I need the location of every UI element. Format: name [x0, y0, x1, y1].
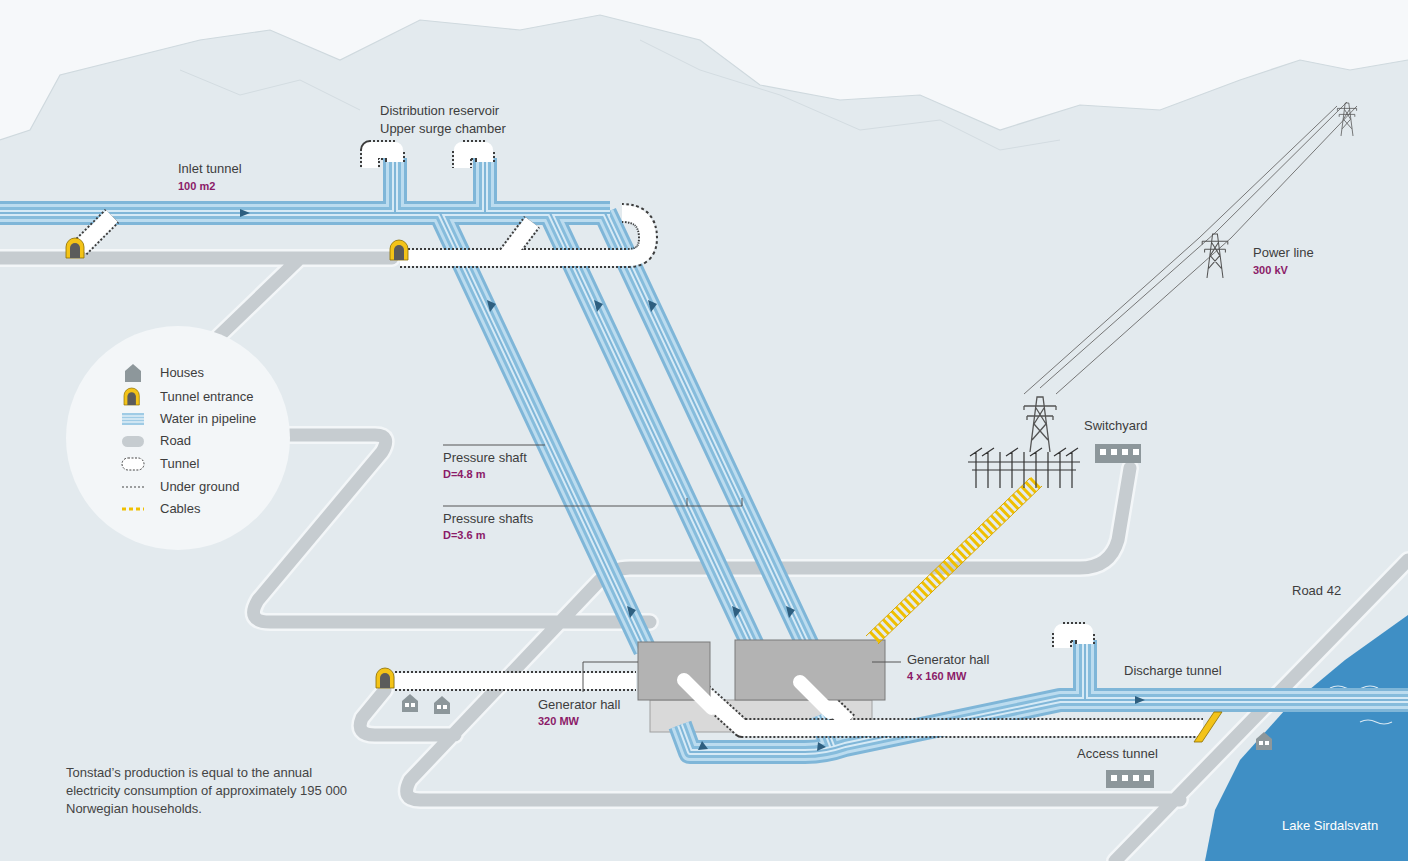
dimension: D=3.6 m — [443, 528, 486, 542]
part-name: Discharge tunnel — [1124, 663, 1222, 679]
legend-road — [122, 436, 144, 447]
part-name: Power line — [1253, 245, 1314, 261]
legend-text: Tunnel entrance — [160, 389, 253, 405]
part-name: Inlet tunnel — [178, 161, 242, 177]
access-tunnel-stub — [684, 680, 830, 712]
note: Tonstad’s production is equal to the ann… — [66, 764, 356, 818]
part-name: Pressure shaft — [443, 450, 527, 466]
legend-water — [122, 413, 144, 425]
house — [434, 696, 450, 714]
dimension: 4 x 160 MW — [907, 669, 966, 683]
houses — [402, 444, 1272, 788]
dimension: 320 MW — [538, 714, 579, 728]
legend-entrance — [124, 388, 139, 405]
pylon — [1202, 234, 1228, 278]
switchyard-symbol — [968, 448, 1080, 488]
pylon — [1337, 103, 1356, 136]
legend-text: Tunnel — [160, 456, 199, 472]
legend-tunnel — [122, 458, 144, 470]
part-name: Pressure shafts — [443, 511, 533, 527]
flow-arrow — [240, 209, 1145, 751]
sky — [0, 0, 1408, 140]
place-name: Lake Sirdalsvatn — [1282, 818, 1378, 834]
legend-cables — [122, 508, 144, 511]
legend-text: Road — [160, 433, 191, 449]
house — [402, 694, 418, 712]
pylon — [1024, 397, 1056, 452]
pipe-stripe — [0, 158, 1408, 752]
mountain-line — [0, 15, 1408, 140]
power-wires — [1024, 102, 1357, 394]
legend-text: Water in pipeline — [160, 411, 256, 427]
pipe-stripe — [0, 158, 1408, 752]
legend-water-stripes — [122, 416, 144, 422]
house — [1256, 732, 1272, 750]
leader-line — [443, 445, 901, 692]
cables — [872, 482, 1036, 640]
part-name: Generator hall — [907, 652, 989, 668]
dimension: 300 kV — [1253, 263, 1288, 277]
dimension: D=4.8 m — [443, 467, 486, 481]
part-name: Access tunnel — [1077, 746, 1158, 762]
part-name: Upper surge chamber — [380, 121, 506, 137]
part-name: Generator hall — [538, 697, 620, 713]
legend-text: Houses — [160, 365, 204, 381]
mountain-line — [640, 40, 1060, 150]
legend-house — [125, 364, 141, 382]
mountain-line — [180, 70, 360, 110]
tunnel-entrance — [376, 668, 394, 688]
pipe-core — [0, 158, 1408, 752]
tunnel-entrance — [1194, 712, 1222, 742]
legend-text: Cables — [160, 501, 200, 517]
tunnel-entrance — [390, 240, 408, 260]
place-name: Road 42 — [1292, 583, 1341, 599]
cables-line — [866, 478, 1042, 644]
tunnel-entrance — [66, 238, 84, 258]
legend-panel — [66, 326, 290, 550]
legend-underground — [122, 486, 144, 487]
pipe-outer — [0, 158, 1408, 752]
part-name: Switchyard — [1084, 418, 1148, 434]
dimension: 100 m2 — [178, 179, 215, 193]
pipe-stripe — [0, 158, 1408, 752]
legend-text: Under ground — [160, 479, 240, 495]
windows — [405, 449, 1269, 781]
part-name: Distribution reservoir — [380, 103, 499, 119]
